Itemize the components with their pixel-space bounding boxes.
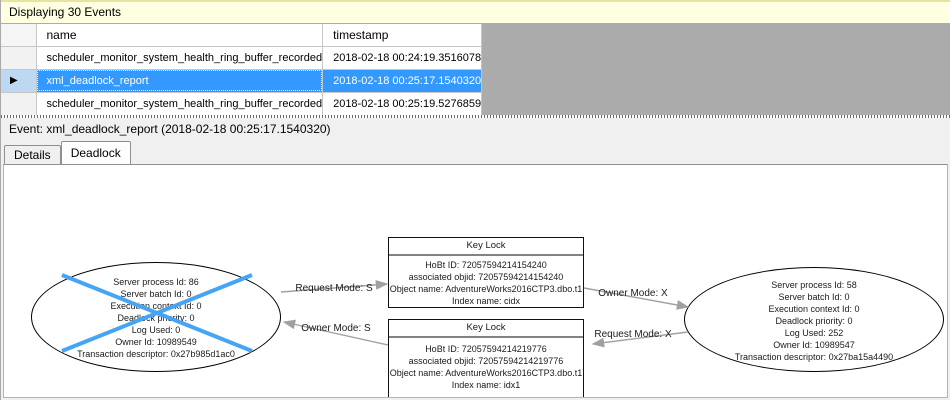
cell-name[interactable]: scheduler_monitor_system_health_ring_buf… xyxy=(36,46,324,70)
tab-details[interactable]: Details xyxy=(4,145,61,164)
cell-timestamp[interactable]: 2018-02-18 00:25:19.5276859 xyxy=(322,92,483,115)
process-line: Transaction descriptor: 0x27b985d1ac0 xyxy=(77,349,235,359)
row-selector-header xyxy=(1,24,37,47)
process-line: Execution context Id: 0 xyxy=(110,301,202,311)
selected-event-label: Event: xml_deadlock_report (2018-02-18 0… xyxy=(9,122,331,136)
resource-line: associated objid: 72057594214154240 xyxy=(408,272,564,282)
process-line: Server batch Id: 0 xyxy=(120,289,192,299)
process-line: Server process Id: 58 xyxy=(771,279,857,290)
events-grid: name timestamp scheduler_monitor_system_… xyxy=(1,24,950,115)
process-line: Server process Id: 86 xyxy=(113,277,199,287)
edge-request-s xyxy=(280,279,389,293)
resource-line: associated objid: 72057594214219776 xyxy=(408,356,564,366)
table-row-selected[interactable]: ▶ xml_deadlock_report 2018-02-18 00:25:1… xyxy=(1,69,483,93)
cell-name[interactable]: scheduler_monitor_system_health_ring_buf… xyxy=(36,92,324,115)
resource-line: Object name: AdventureWorks2016CTP3.dbo.… xyxy=(389,284,583,294)
deadlock-graph-panel: Server process Id: 86 Server batch Id: 0… xyxy=(3,164,948,398)
cell-name[interactable]: xml_deadlock_report xyxy=(36,69,324,93)
selected-event-bar: Event: xml_deadlock_report (2018-02-18 0… xyxy=(1,118,950,141)
process-line: Execution context Id: 0 xyxy=(768,303,860,314)
process-line: Deadlock priority: 0 xyxy=(117,313,195,323)
resource-title: Key Lock xyxy=(389,238,583,256)
detail-tabs: Details Deadlock xyxy=(1,141,950,164)
resource-line: HoBt ID: 72057594214219776 xyxy=(425,344,547,354)
edge-label: Request Mode: X xyxy=(594,329,672,340)
resource-title: Key Lock xyxy=(389,320,583,338)
process-line: Owner Id: 10989549 xyxy=(115,337,197,347)
process-node[interactable]: Server process Id: 58 Server batch Id: 0… xyxy=(684,267,944,372)
resource-line: Object name: AdventureWorks2016CTP3.dbo.… xyxy=(389,368,583,378)
resource-line: HoBt ID: 72057594214154240 xyxy=(425,260,547,270)
resource-node-keylock-top[interactable]: Key Lock HoBt ID: 72057594214154240 asso… xyxy=(388,237,584,308)
column-header-name[interactable]: name xyxy=(36,24,324,47)
process-line: Log Used: 252 xyxy=(784,327,844,338)
process-line: Deadlock priority: 0 xyxy=(775,315,853,326)
edge-owner-s xyxy=(282,319,389,346)
splitter-handle[interactable] xyxy=(1,115,950,118)
resource-line: Index name: idx1 xyxy=(451,380,521,390)
edge-request-x xyxy=(591,331,689,348)
table-row[interactable]: scheduler_monitor_system_health_ring_buf… xyxy=(1,92,483,115)
resource-line: Index name: cidx xyxy=(451,296,521,306)
process-line: Log Used: 0 xyxy=(131,325,181,335)
process-line: Transaction descriptor: 0x27ba15a4490 xyxy=(734,351,894,362)
row-selector-cell[interactable] xyxy=(1,46,37,70)
table-row[interactable]: scheduler_monitor_system_health_ring_buf… xyxy=(1,46,483,70)
process-line: Server batch Id: 0 xyxy=(778,291,850,302)
column-header-timestamp[interactable]: timestamp xyxy=(322,24,483,47)
events-count-label: Displaying 30 Events xyxy=(9,5,122,19)
edge-label: Owner Mode: X xyxy=(598,288,668,299)
edge-label: Request Mode: S xyxy=(295,283,373,294)
edge-label: Owner Mode: S xyxy=(301,323,371,334)
resource-node-keylock-bottom[interactable]: Key Lock HoBt ID: 72057594214219776 asso… xyxy=(388,319,584,397)
tab-deadlock[interactable]: Deadlock xyxy=(60,141,131,164)
events-count-bar: Displaying 30 Events xyxy=(1,0,950,24)
edge-owner-x xyxy=(583,287,690,310)
process-line: Owner Id: 10989547 xyxy=(773,339,855,350)
row-selector-cell[interactable] xyxy=(1,92,37,115)
current-row-marker-icon[interactable]: ▶ xyxy=(1,69,37,93)
cell-timestamp[interactable]: 2018-02-18 00:25:17.1540320 xyxy=(322,69,483,93)
process-node-victim[interactable]: Server process Id: 86 Server batch Id: 0… xyxy=(31,262,281,372)
grid-header-row: name timestamp xyxy=(1,24,483,47)
cell-timestamp[interactable]: 2018-02-18 00:24:19.3516078 xyxy=(322,46,483,70)
